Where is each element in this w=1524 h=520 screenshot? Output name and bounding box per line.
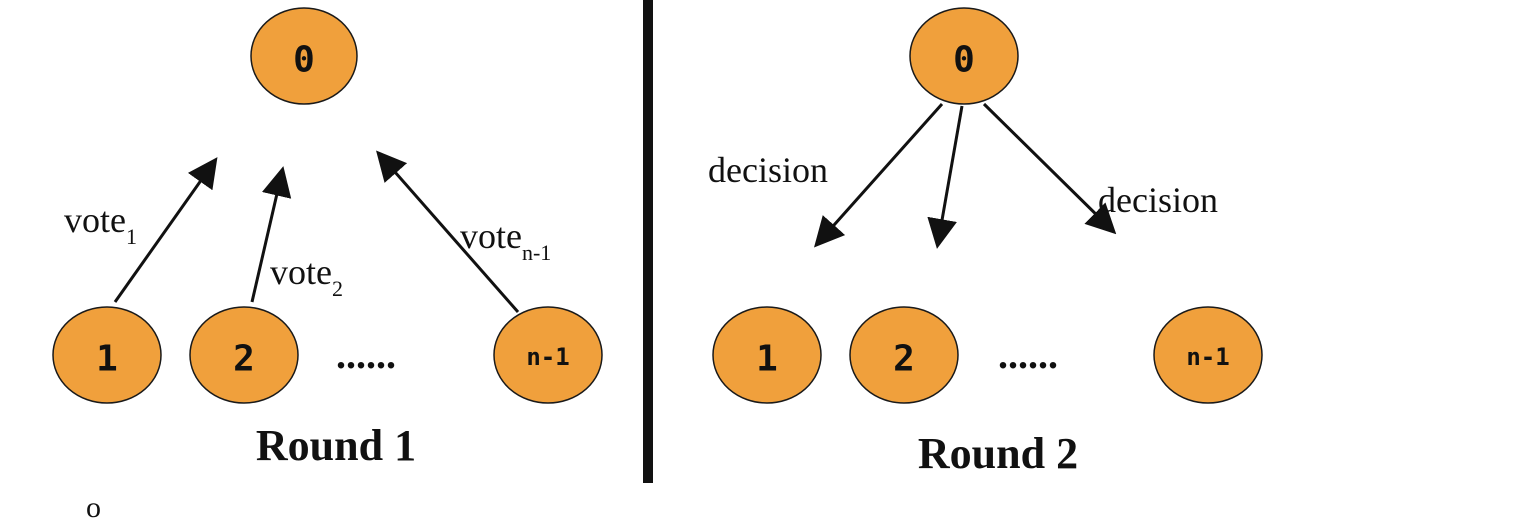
footer-bullet: o [86,491,101,520]
svg-text:2: 2 [893,339,915,380]
svg-text:0: 0 [953,40,975,81]
panel-divider [643,0,653,483]
svg-text:n-1: n-1 [526,343,569,371]
round2-ellipsis: ...... [998,332,1058,377]
round1-node-2: 2 [189,306,299,404]
svg-text:1: 1 [756,339,778,380]
round2-node-coordinator: 0 [909,7,1019,105]
round2-decision-arrow-1 [814,103,944,248]
round1-vote-arrow-n-1 [376,150,520,313]
round2-node-n-1: n-1 [1153,306,1263,404]
round1-node-coordinator: 0 [250,7,358,105]
round2-decision-label-left: decision [708,150,828,190]
round1-node-n-1: n-1 [493,306,603,404]
round2-decision-label-right: decision [1098,180,1218,220]
svg-text:2: 2 [233,339,255,380]
round1-vote-label-n-1: voten-1 [460,216,551,265]
round1-vote-label-2: vote2 [270,252,343,301]
round1-title: Round 1 [256,421,416,470]
round2-title: Round 2 [918,429,1078,478]
round1-panel: 0 vote1 vote2 voten-1 1 2 ...... n-1 [52,7,603,470]
round2-panel: 0 decision decision 1 2 ...... n-1 Round… [708,7,1263,478]
round2-decision-arrow-n-1 [982,102,1117,235]
svg-text:n-1: n-1 [1186,343,1229,371]
round1-vote-label-1: vote1 [64,200,137,249]
round2-node-1: 1 [712,306,822,404]
round2-node-2: 2 [849,306,959,404]
svg-text:0: 0 [293,40,315,81]
round1-vote-arrow-1 [113,157,218,303]
round1-ellipsis: ...... [336,332,396,377]
round2-decision-arrow-2 [927,105,964,249]
round1-vote-arrow-2 [250,166,292,303]
svg-text:1: 1 [96,339,118,380]
round1-node-1: 1 [52,306,162,404]
